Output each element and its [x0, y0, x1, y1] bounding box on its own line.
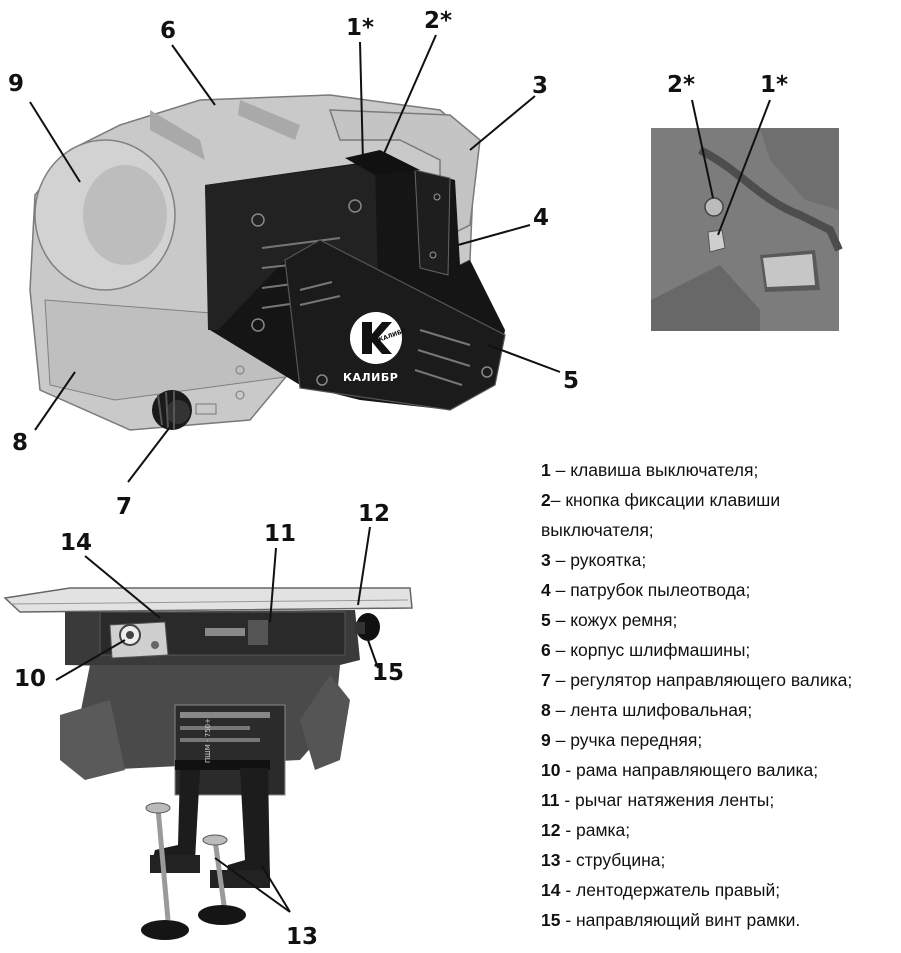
legend-item-text: – ручка передняя; [550, 730, 703, 750]
legend-item-text: – корпус шлифмашины; [550, 640, 751, 660]
legend-item: 12 - рамка; [541, 815, 901, 845]
legend-item: выключателя; [541, 515, 901, 545]
legend-item: 8 – лента шлифовальная; [541, 695, 901, 725]
clamp-knob [141, 920, 189, 940]
clamp-knob [198, 905, 246, 925]
callout-8: 8 [12, 430, 29, 456]
callout-11: 11 [264, 521, 297, 547]
callout-14: 14 [60, 530, 93, 556]
legend-item-number: 8 [541, 700, 551, 720]
legend-item-number: 2 [541, 490, 551, 510]
legend-item-text: - рама направляющего валика; [560, 760, 819, 780]
inset-callout-1-star: 1* [760, 72, 789, 98]
legend-item-number: 14 [541, 880, 561, 900]
legend-item-number: 15 [541, 910, 561, 930]
callout-3: 3 [532, 73, 549, 99]
tracking-knob [152, 390, 217, 430]
legend-item: 2– кнопка фиксации клавиши [541, 485, 901, 515]
callout-4: 4 [533, 205, 550, 231]
legend-item: 11 - рычаг натяжения ленты; [541, 785, 901, 815]
logo-wordmark: КАЛИБР [343, 371, 399, 384]
legend-item: 4 – патрубок пылеотвода; [541, 575, 901, 605]
legend-item-text: - лентодержатель правый; [560, 880, 781, 900]
legend-item-number: 3 [541, 550, 551, 570]
trigger-switch [707, 229, 726, 253]
inverted-sander-view [3, 587, 413, 940]
legend-item-number: 11 [541, 790, 560, 810]
callout-13: 13 [286, 924, 319, 950]
legend-item-text: – рукоятка; [550, 550, 647, 570]
legend-item-text: – кожух ремня; [550, 610, 678, 630]
callout-9: 9 [8, 71, 25, 97]
callout-12: 12 [358, 501, 391, 527]
callout-5: 5 [563, 368, 580, 394]
callout-1-star: 1* [346, 15, 375, 41]
legend-item-number: 9 [541, 730, 551, 750]
legend-item: 13 - струбцина; [541, 845, 901, 875]
model-label: ПШМ - 750+ [204, 718, 212, 763]
legend-item-text: – регулятор направляющего валика; [550, 670, 853, 690]
legend-item-text: – клавиша выключателя; [550, 460, 759, 480]
legend-item-number: 12 [541, 820, 561, 840]
legend-item-number: 5 [541, 610, 551, 630]
callout-2-star: 2* [424, 8, 453, 34]
legend-item-text: – кнопка фиксации клавиши [550, 490, 781, 510]
legend-item: 6 – корпус шлифмашины; [541, 635, 901, 665]
lock-button [704, 197, 724, 217]
belt-sander-view [29, 94, 506, 431]
callout-10: 10 [14, 666, 47, 692]
legend-item-number: 1 [541, 460, 551, 480]
legend-item-number: 4 [541, 580, 551, 600]
legend-item: 1 – клавиша выключателя; [541, 455, 901, 485]
legend-item: 3 – рукоятка; [541, 545, 901, 575]
legend-item: 5 – кожух ремня; [541, 605, 901, 635]
callout-7: 7 [116, 494, 133, 520]
frame-screw [355, 613, 380, 641]
frame [3, 587, 413, 613]
legend-item-text: - направляющий винт рамки. [560, 910, 801, 930]
legend-item: 10 - рама направляющего валика; [541, 755, 901, 785]
legend-item-text: – патрубок пылеотвода; [550, 580, 751, 600]
legend-item-text: – лента шлифовальная; [550, 700, 753, 720]
inset-callout-2-star: 2* [667, 72, 696, 98]
legend-item-text: - рычаг натяжения ленты; [559, 790, 775, 810]
callout-6: 6 [160, 18, 177, 44]
callout-15: 15 [372, 660, 405, 686]
legend-item: 14 - лентодержатель правый; [541, 875, 901, 905]
tension-lever [205, 628, 245, 636]
legend-item-number: 10 [541, 760, 561, 780]
legend-item-text: - рамка; [560, 820, 631, 840]
clamps [141, 760, 270, 940]
legend-item: 15 - направляющий винт рамки. [541, 905, 901, 935]
legend-item-number: 7 [541, 670, 551, 690]
parts-legend: 1 – клавиша выключателя;2– кнопка фиксац… [541, 455, 901, 935]
switch-detail-inset [651, 99, 843, 331]
legend-item: 7 – регулятор направляющего валика; [541, 665, 901, 695]
dust-port [414, 169, 451, 276]
roller-frame [109, 621, 169, 659]
legend-item-number: 13 [541, 850, 561, 870]
legend-item: 9 – ручка передняя; [541, 725, 901, 755]
legend-item-number: 6 [541, 640, 551, 660]
legend-item-text: - струбцина; [560, 850, 666, 870]
legend-item-text: выключателя; [541, 520, 654, 540]
